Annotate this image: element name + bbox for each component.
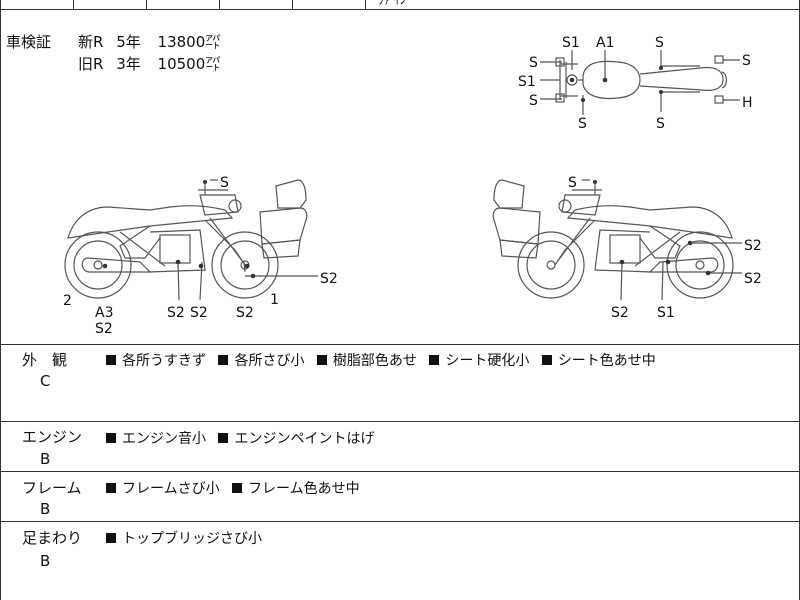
shaken-type: 旧R <box>78 55 104 73</box>
shaken-years: 5年 <box>116 33 141 51</box>
strip-cut-text: ﾌｧ ｲﾝ <box>378 0 406 7</box>
top-label-s-bottom-2: S <box>656 116 665 132</box>
bullet-square-icon <box>316 355 327 365</box>
section-items-frame: フレームさび小 フレーム色あせ中 <box>106 478 368 498</box>
left-label-s2-front: S2 <box>320 271 338 287</box>
top-label-s-left: S <box>529 55 538 71</box>
condition-item: シート色あせ中 <box>541 350 656 370</box>
section-grade-frame: B <box>40 500 51 518</box>
condition-item: トップブリッジさび小 <box>106 528 262 548</box>
section-items-exterior: 各所うすきず 各所さび小 樹脂部色あせ シート硬化小 シート色あせ中 <box>106 350 664 370</box>
condition-item: シート硬化小 <box>429 350 529 370</box>
left-label-s2-b: S2 <box>190 305 208 321</box>
section-grade-suspension: B <box>40 552 51 570</box>
frame-left <box>0 0 1 600</box>
top-label-s-bottom: S <box>578 116 587 132</box>
left-label-1: 1 <box>270 292 279 308</box>
bullet-square-icon <box>541 355 552 365</box>
right-label-s2-2: S2 <box>744 271 762 287</box>
strip-divider <box>73 0 74 9</box>
condition-item: エンジン音小 <box>106 428 206 448</box>
left-label-s2-a3: S2 <box>95 321 113 337</box>
top-table-strip: ﾌｧ ｲﾝ <box>0 0 800 10</box>
section-title-suspension: 足まわり <box>22 529 83 547</box>
right-label-s-mirror: S <box>568 175 577 191</box>
section-title-frame: フレーム <box>22 479 82 497</box>
shaken-label: 車検証 <box>6 33 52 51</box>
left-side-motorcycle-icon <box>64 179 318 301</box>
top-label-s-right: S <box>742 53 751 69</box>
divider <box>0 521 800 522</box>
bullet-square-icon <box>232 483 243 493</box>
left-label-s2-a: S2 <box>167 305 185 321</box>
bullet-square-icon <box>218 355 229 365</box>
top-label-h: H <box>742 95 753 111</box>
shaken-price: 13800㌀ <box>157 33 221 51</box>
section-title-engine: エンジン <box>22 428 83 446</box>
bullet-square-icon <box>106 355 116 365</box>
condition-item: エンジンペイントはげ <box>218 428 374 448</box>
section-grade-exterior: C <box>40 372 51 390</box>
left-label-2: 2 <box>63 293 72 309</box>
shaken-row-new: 新R 5年 13800㌀ <box>78 31 220 53</box>
top-label-s1: S1 <box>562 35 580 51</box>
condition-item: 樹脂部色あせ <box>316 350 417 370</box>
section-title-exterior: 外 観 <box>22 351 68 369</box>
strip-divider <box>292 0 293 9</box>
strip-divider <box>365 0 366 9</box>
bullet-square-icon <box>429 355 440 365</box>
divider <box>0 344 800 345</box>
condition-item: 各所さび小 <box>218 350 304 370</box>
top-view-motorcycle-icon <box>540 50 740 115</box>
right-label-s2-bottom: S2 <box>611 305 629 321</box>
shaken-years: 3年 <box>116 55 141 73</box>
left-label-a3: A3 <box>95 305 113 321</box>
shaken-price: 10500㌀ <box>157 55 221 73</box>
shaken-row-old: 旧R 3年 10500㌀ <box>78 53 220 75</box>
right-label-s1-bottom: S1 <box>657 305 675 321</box>
condition-item: 各所うすきず <box>106 350 206 370</box>
left-label-s2-c: S2 <box>236 305 254 321</box>
divider <box>0 471 800 472</box>
top-label-a1: A1 <box>596 35 614 51</box>
condition-item: フレーム色あせ中 <box>232 478 360 498</box>
left-label-s-mirror: S <box>220 175 229 191</box>
top-label-s-left-2: S <box>529 93 538 109</box>
condition-item: フレームさび小 <box>106 478 220 498</box>
shaken-type: 新R <box>78 33 104 51</box>
bullet-square-icon <box>218 433 229 443</box>
section-items-engine: エンジン音小 エンジンペイントはげ <box>106 428 382 448</box>
bullet-square-icon <box>106 483 116 493</box>
top-label-s1-left: S1 <box>518 74 536 90</box>
section-grade-engine: B <box>40 450 51 468</box>
section-items-suspension: トップブリッジさび小 <box>106 528 270 548</box>
right-side-motorcycle-icon <box>492 179 742 301</box>
right-label-s2-1: S2 <box>744 238 762 254</box>
divider <box>0 421 800 422</box>
bullet-square-icon <box>106 533 116 543</box>
strip-divider <box>146 0 147 9</box>
top-label-s: S <box>655 35 664 51</box>
motorcycle-diagram: S1 A1 S S S S1 S S S H S S2 1 2 A3 S2 S2… <box>63 35 762 337</box>
strip-divider <box>219 0 220 9</box>
bullet-square-icon <box>106 433 116 443</box>
